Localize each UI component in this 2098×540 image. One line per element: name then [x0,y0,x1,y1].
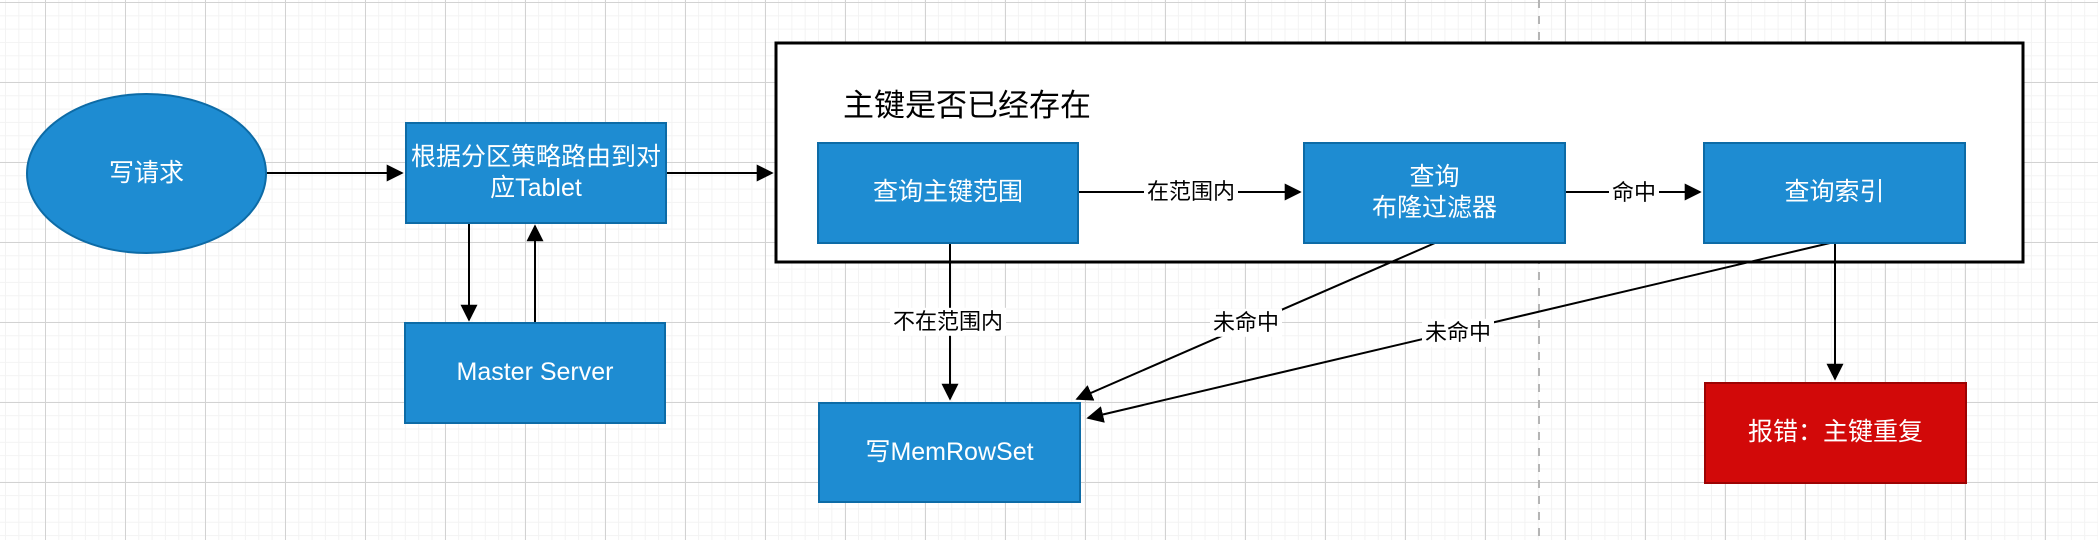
master-server-box [404,322,666,424]
route-tablet-box [405,122,667,224]
edge-bloom-to-memrowset [1075,242,1436,401]
query-bloom-box [1303,142,1566,244]
error-duplicate-key-box [1704,382,1967,484]
write-memrowset-box [818,402,1081,503]
query-key-range-box [817,142,1079,244]
query-index-box [1703,142,1966,244]
write-request-ellipse [26,93,267,254]
